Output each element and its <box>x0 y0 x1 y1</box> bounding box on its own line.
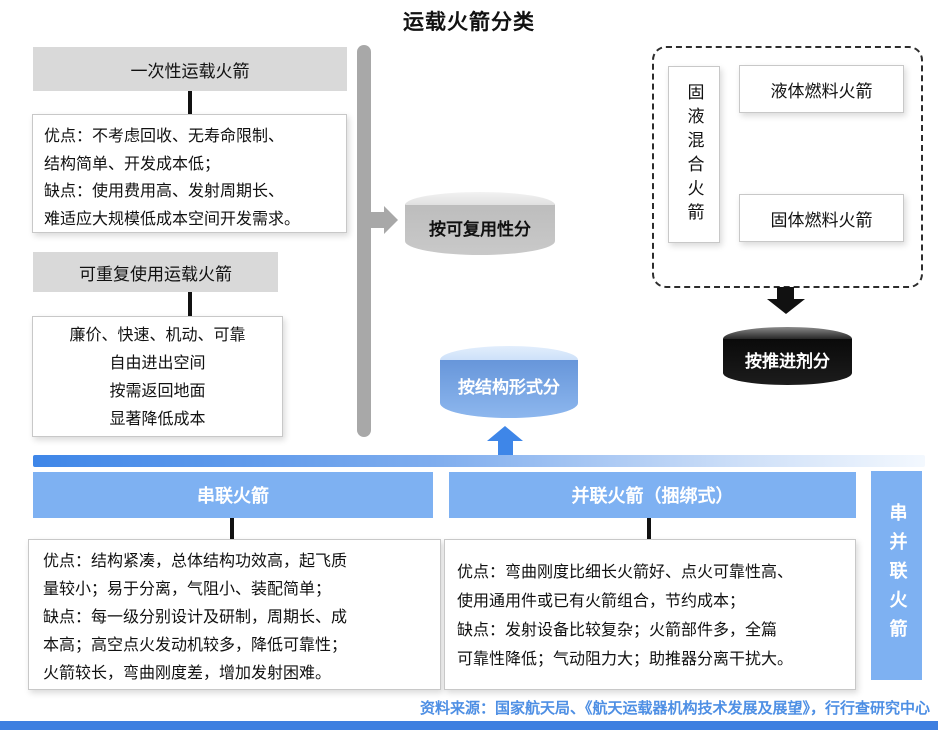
reusable-rocket-header: 可重复使用运载火箭 <box>33 252 278 292</box>
connector-line <box>188 292 192 317</box>
gradient-divider-bar <box>33 455 925 467</box>
solid-fuel-rocket-box: 固体燃料火箭 <box>739 194 904 242</box>
footer-bar <box>0 721 938 730</box>
data-source-note: 资料来源：国家航天局、《航天运载器机构技术发展及展望》，行行查研究中心 <box>419 699 930 717</box>
parallel-rocket-header: 并联火箭（捆绑式） <box>449 472 856 518</box>
serial-rocket-details: 优点：结构紧凑，总体结构功效高，起飞质量较小；易于分离，气阻小、装配简单；缺点：… <box>28 539 441 690</box>
propellant-cylinder-label: 按推进剂分 <box>723 339 852 385</box>
reusability-cylinder: 按可复用性分 <box>405 192 555 255</box>
connector-line <box>647 518 651 539</box>
vertical-divider-bar <box>357 45 371 437</box>
connector-line <box>188 91 192 115</box>
reusability-cylinder-label: 按可复用性分 <box>405 205 555 255</box>
parallel-rocket-details: 优点：弯曲刚度比细长火箭好、点火可靠性高、使用通用件或已有火箭组合，节约成本；缺… <box>444 539 856 690</box>
hybrid-rocket-label: 固液混合火箭 <box>683 82 704 227</box>
reusable-rocket-details: 廉价、快速、机动、可靠自由进出空间按需返回地面显著降低成本 <box>32 316 283 437</box>
liquid-fuel-rocket-box: 液体燃料火箭 <box>739 65 904 113</box>
up-arrow-icon <box>487 426 523 441</box>
combined-rocket-label: 串并联火箭 <box>886 503 908 648</box>
propellant-cylinder: 按推进剂分 <box>723 327 852 385</box>
expendable-rocket-header: 一次性运载火箭 <box>33 47 347 91</box>
up-arrow-stem <box>498 441 513 456</box>
page-title: 运载火箭分类 <box>403 10 535 34</box>
combined-rocket-bar: 串并联火箭 <box>871 471 922 680</box>
serial-rocket-header: 串联火箭 <box>33 472 433 518</box>
right-arrow-icon <box>384 206 398 234</box>
right-arrow-stem <box>369 212 384 228</box>
down-arrow-icon <box>767 299 805 314</box>
structure-cylinder-label: 按结构形式分 <box>440 360 578 418</box>
expendable-rocket-details: 优点：不考虑回收、无寿命限制、结构简单、开发成本低；缺点：使用费用高、发射周期长… <box>32 114 347 233</box>
structure-cylinder: 按结构形式分 <box>440 346 578 418</box>
hybrid-rocket-box: 固液混合火箭 <box>668 66 720 243</box>
down-arrow-stem <box>777 287 794 300</box>
connector-line <box>230 518 234 539</box>
